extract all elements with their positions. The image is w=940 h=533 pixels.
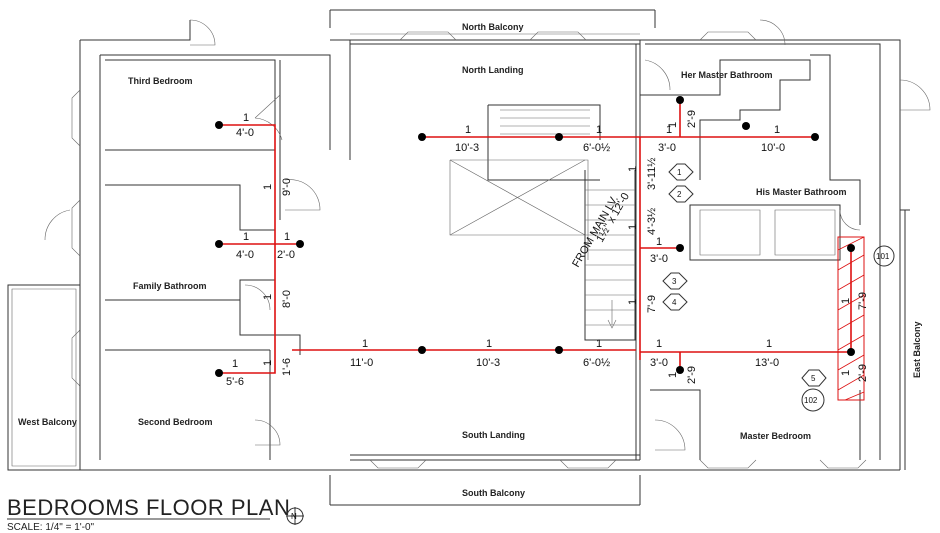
dim-qty: 1 bbox=[840, 298, 852, 304]
dim-qty: 1 bbox=[627, 299, 639, 305]
room-west-balcony: West Balcony bbox=[18, 417, 77, 427]
dim-qty: 1 bbox=[627, 166, 639, 172]
dim-qty: 1 bbox=[667, 372, 679, 378]
dim-qty: 1 bbox=[262, 184, 274, 190]
room-family-bathroom: Family Bathroom bbox=[133, 281, 207, 291]
dim-length: 7'-9 bbox=[857, 292, 869, 310]
dim-qty: 1 bbox=[284, 231, 290, 243]
dim-qty: 1 bbox=[656, 338, 662, 350]
dim-qty: 1 bbox=[666, 124, 672, 136]
dim-length: 3'-0 bbox=[658, 142, 676, 154]
room-east-balcony: East Balcony bbox=[912, 321, 922, 378]
dim-length: 2'-9 bbox=[857, 364, 869, 382]
drawing-title: BEDROOMS FLOOR PLAN bbox=[7, 495, 290, 520]
room-south-landing: South Landing bbox=[462, 430, 525, 440]
hex-tag-label: 3 bbox=[672, 277, 677, 286]
dim-qty: 1 bbox=[596, 124, 602, 136]
pipe-runs bbox=[219, 100, 852, 374]
title-block: BEDROOMS FLOOR PLAN SCALE: 1/4" = 1'-0" … bbox=[7, 495, 304, 533]
dim-length: 10'-3 bbox=[476, 357, 500, 369]
hex-tag-label: 2 bbox=[677, 190, 682, 199]
room-master-bedroom: Master Bedroom bbox=[740, 431, 811, 441]
hex-tag bbox=[662, 293, 688, 311]
dim-length: 4'-0 bbox=[236, 127, 254, 139]
dim-qty: 1 bbox=[627, 224, 639, 230]
dim-length: 13'-0 bbox=[755, 357, 779, 369]
room-south-balcony: South Balcony bbox=[462, 488, 525, 498]
hex-tag-label: 5 bbox=[811, 374, 816, 383]
drawing-scale: SCALE: 1/4" = 1'-0" bbox=[7, 522, 95, 533]
room-north-balcony: North Balcony bbox=[462, 22, 524, 32]
dim-qty: 1 bbox=[243, 112, 249, 124]
dim-qty: 1 bbox=[667, 122, 679, 128]
hex-tag-label: 1 bbox=[677, 168, 682, 177]
room-his-master-bathroom: His Master Bathroom bbox=[756, 187, 847, 197]
dim-qty: 1 bbox=[243, 231, 249, 243]
dim-qty: 1 bbox=[596, 338, 602, 350]
dim-length: 10'-0 bbox=[761, 142, 785, 154]
dim-length: 3'-11½ bbox=[646, 158, 658, 190]
pipe-nodes bbox=[215, 96, 855, 377]
dim-qty: 1 bbox=[465, 124, 471, 136]
dim-qty: 1 bbox=[362, 338, 368, 350]
dim-qty: 1 bbox=[232, 358, 238, 370]
dim-length: 3'-0 bbox=[650, 357, 668, 369]
dim-qty: 1 bbox=[766, 338, 772, 350]
dim-length: 2'-9 bbox=[686, 110, 698, 128]
hex-tag-label: 4 bbox=[672, 298, 677, 307]
dim-length: 4'-0 bbox=[236, 249, 254, 261]
dim-qty: 1 bbox=[656, 236, 662, 248]
dim-length: 10'-3 bbox=[455, 142, 479, 154]
dimension-labels: 1 4'-0 1 10'-3 1 6'-0½ 1 3'-0 1 10'-0 2'… bbox=[226, 110, 869, 388]
dim-qty: 1 bbox=[486, 338, 492, 350]
hex-tag bbox=[668, 185, 694, 203]
room-labels: North Balcony North Landing Third Bedroo… bbox=[18, 22, 922, 498]
room-north-landing: North Landing bbox=[462, 65, 524, 75]
dim-length: 8'-0 bbox=[281, 290, 293, 308]
dim-length: 7'-9 bbox=[646, 295, 658, 313]
building-walls bbox=[7, 9, 910, 506]
dim-length: 9'-0 bbox=[281, 178, 293, 196]
dim-length: 3'-0 bbox=[650, 253, 668, 265]
fixture-tags: 1 2 3 4 5 102 101 bbox=[662, 163, 895, 412]
room-second-bedroom: Second Bedroom bbox=[138, 417, 213, 427]
dim-length: 11'-0 bbox=[350, 357, 373, 369]
dim-qty: 1 bbox=[774, 124, 780, 136]
circle-tag bbox=[873, 245, 895, 267]
dim-length: 1'-6 bbox=[281, 358, 293, 376]
room-third-bedroom: Third Bedroom bbox=[128, 76, 193, 86]
hex-tag bbox=[662, 272, 688, 290]
dim-length: 4'-3½ bbox=[646, 208, 658, 235]
room-her-master-bathroom: Her Master Bathroom bbox=[681, 70, 773, 80]
dim-length: 6'-0½ bbox=[583, 357, 610, 369]
north-arrow-label: N bbox=[291, 512, 297, 521]
dim-qty: 1 bbox=[840, 370, 852, 376]
hex-tag bbox=[668, 163, 694, 181]
dim-qty: 1 bbox=[262, 294, 274, 300]
dim-length: 2'-0 bbox=[277, 249, 295, 261]
dim-qty: 1 bbox=[262, 360, 274, 366]
dim-length: 2'-9 bbox=[686, 366, 698, 384]
circle-tag-label: 101 bbox=[876, 252, 890, 261]
hex-tag bbox=[801, 369, 827, 387]
circle-tag-label: 102 bbox=[804, 396, 818, 405]
dim-length: 5'-6 bbox=[226, 376, 244, 388]
circle-tag bbox=[801, 388, 825, 412]
dim-length: 6'-0½ bbox=[583, 142, 610, 154]
